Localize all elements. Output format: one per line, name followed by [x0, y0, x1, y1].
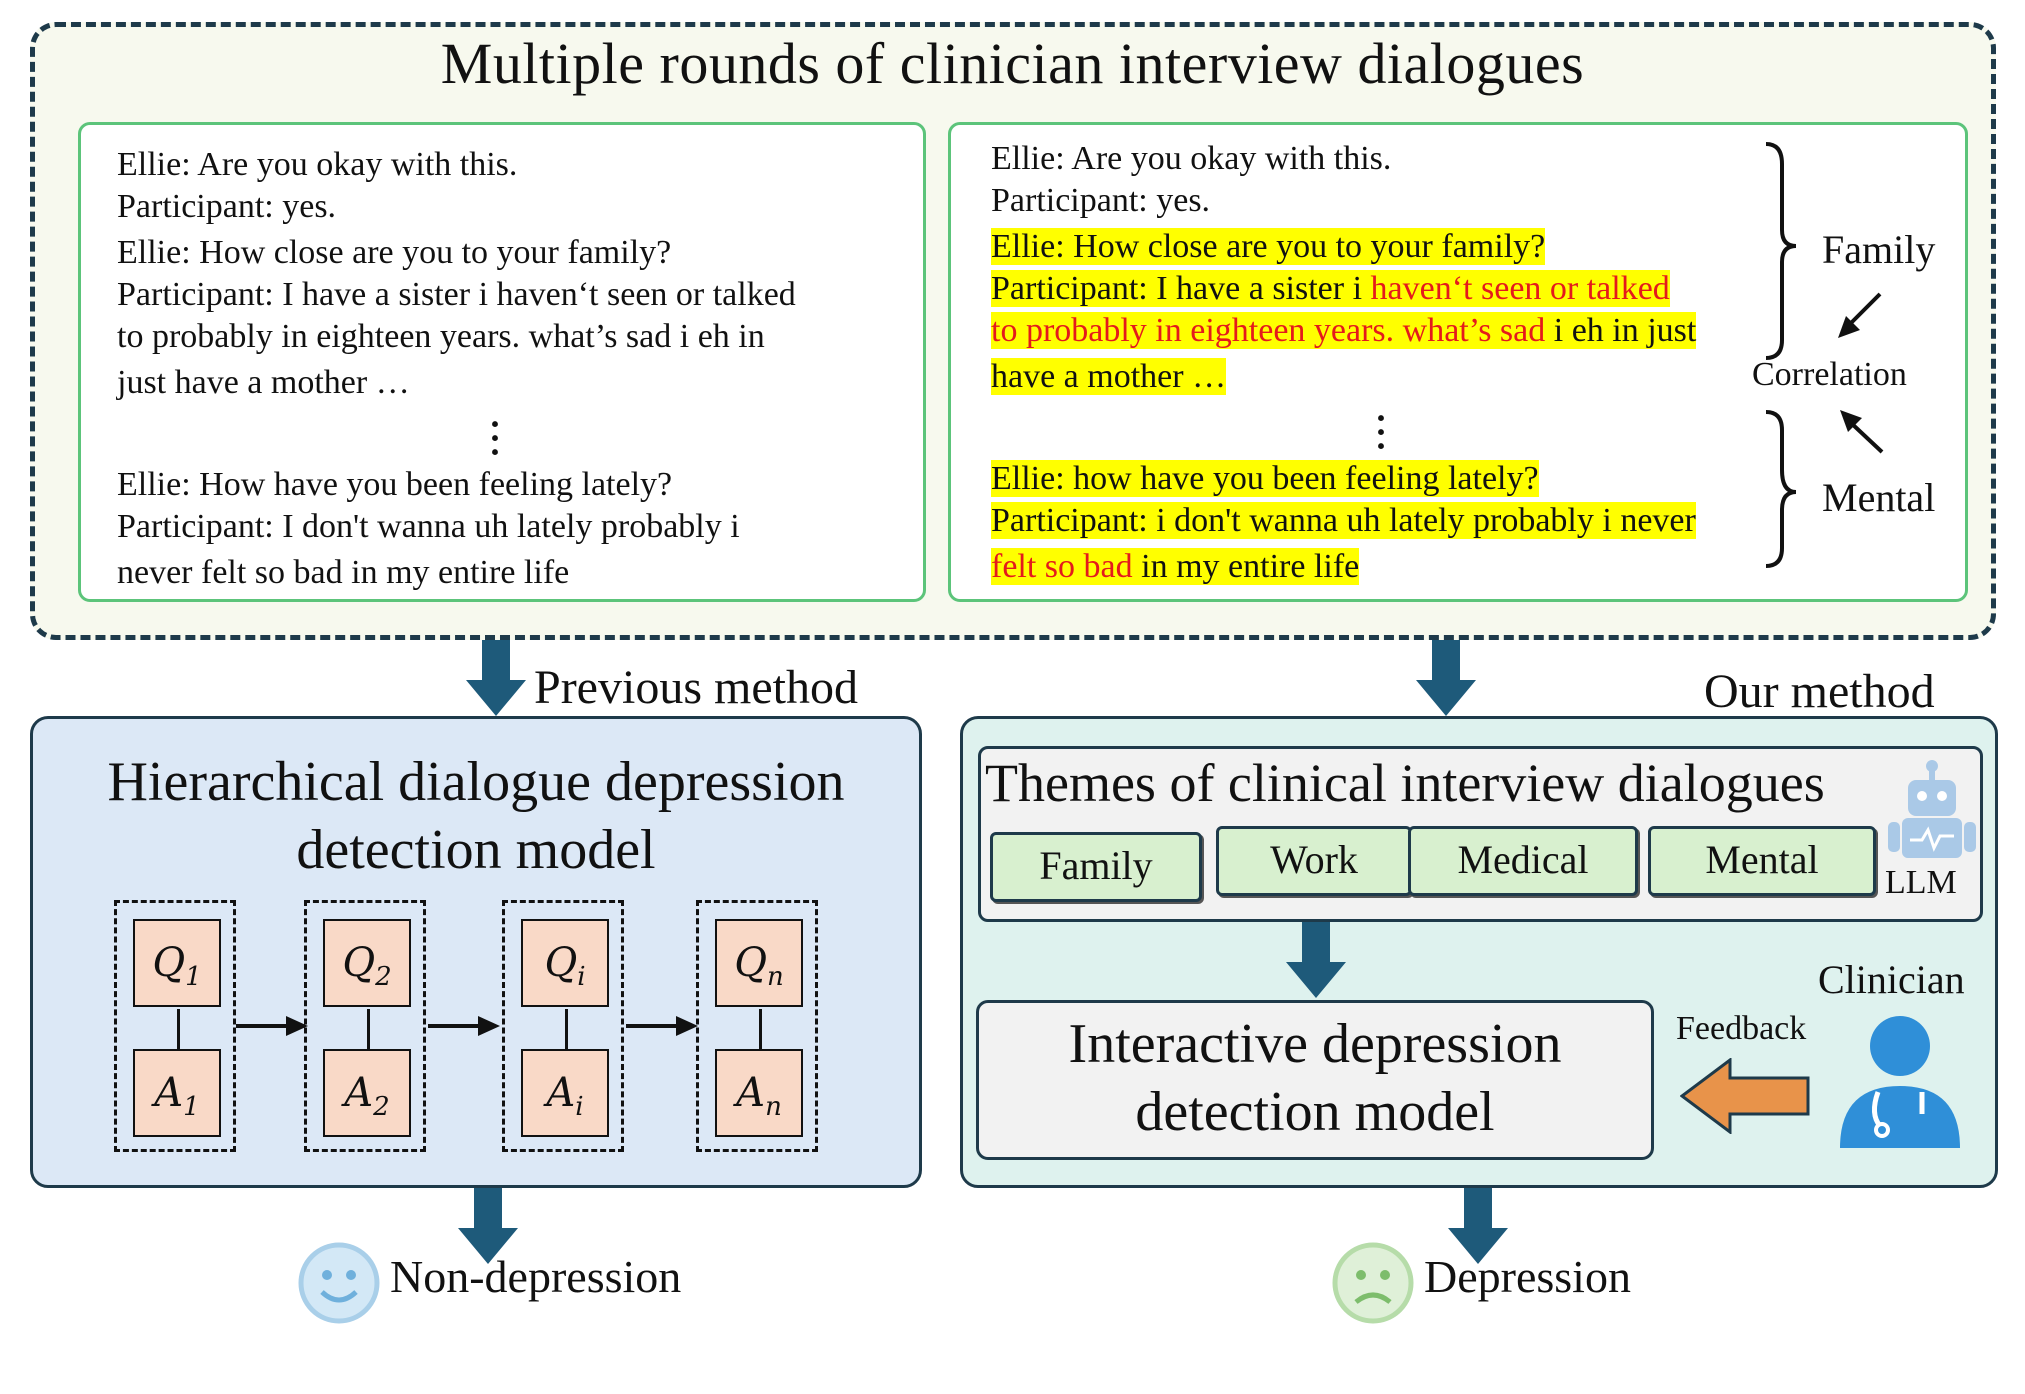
question-node: Qn: [715, 919, 803, 1007]
highlight-red-text: felt so bad: [991, 548, 1133, 585]
dialogue-line: Participant: I have a sister i haven‘t s…: [117, 276, 796, 313]
right-arrow-icon: [428, 1016, 500, 1036]
dialogue-line: Participant: I have a sister i haven‘t s…: [991, 269, 1670, 309]
main-title: Multiple rounds of clinician interview d…: [440, 31, 1585, 96]
dialogue-line: to probably in eighteen years. what’s sa…: [117, 318, 765, 355]
highlight-text: Ellie: how have you been feeling lately?: [991, 460, 1539, 497]
answer-node: A2: [323, 1049, 411, 1137]
correlation-arrows: [1838, 292, 1884, 454]
highlight-red-text: haven‘t seen or talked: [1370, 270, 1670, 307]
mental-label: Mental: [1822, 475, 1936, 520]
family-label: Family: [1822, 227, 1936, 272]
answer-node: Ai: [521, 1049, 609, 1137]
ellipsis-dots: ···: [488, 404, 501, 472]
smiley-face-icon: [298, 1242, 380, 1324]
highlight-text: Ellie: How close are you to your family?: [991, 228, 1546, 265]
feedback-arrow-icon: [1680, 1058, 1810, 1134]
qa-link: [367, 1009, 370, 1049]
ellipsis-dots: ···: [1374, 398, 1387, 466]
clinician-label: Clinician: [1818, 957, 1965, 1002]
correlation-label: Correlation: [1752, 356, 1907, 393]
theme-chip-mental: Mental: [1648, 826, 1876, 896]
dialogue-line: Ellie: How close are you to your family?: [991, 227, 1546, 267]
dialogue-line: Participant: yes.: [117, 188, 337, 225]
previous-model-title-line1: Hierarchical dialogue depression: [107, 751, 845, 813]
dialogue-line: have a mother …: [991, 357, 1227, 397]
question-node: Q1: [133, 919, 221, 1007]
highlight-text: Participant: I have a sister i: [991, 270, 1371, 307]
clinician-icon: [1840, 1016, 1960, 1148]
qa-link: [177, 1009, 180, 1049]
down-arrow-icon: [466, 640, 526, 716]
down-arrow-icon: [1286, 922, 1346, 998]
down-arrow-icon: [1448, 1188, 1508, 1264]
dialogue-line: just have a mother …: [117, 364, 410, 401]
qa-group: Qi Ai: [502, 900, 624, 1152]
dialogue-line: felt so bad in my entire life: [991, 547, 1360, 587]
highlight-text: in my entire life: [1132, 548, 1360, 585]
brace-icons: [1765, 142, 1797, 568]
answer-node: An: [715, 1049, 803, 1137]
answer-node: A1: [133, 1049, 221, 1137]
previous-model-title-line2: detection model: [296, 819, 656, 881]
our-method-label: Our method: [1704, 665, 1935, 718]
robot-icon: [1888, 760, 1976, 858]
llm-label: LLM: [1885, 864, 1957, 901]
highlight-text: have a mother …: [991, 358, 1227, 395]
arrow-up-left-icon: [1840, 410, 1884, 454]
feedback-label: Feedback: [1676, 1010, 1807, 1047]
qa-link: [759, 1009, 762, 1049]
interactive-model-box: [976, 1000, 1654, 1160]
family-brace-icon: [1765, 142, 1797, 360]
interactive-model-title-line2: detection model: [1135, 1081, 1495, 1143]
dialogue-line: Ellie: Are you okay with this.: [991, 140, 1392, 177]
theme-chip-medical: Medical: [1408, 826, 1638, 896]
right-dialogue-box: Ellie: Are you okay with this. Participa…: [948, 122, 1968, 602]
highlight-text: Participant: i don't wanna uh lately pro…: [991, 502, 1696, 539]
dialogue-line: never felt so bad in my entire life: [117, 554, 570, 591]
qa-group: Q1 A1: [114, 900, 236, 1152]
mental-brace-icon: [1765, 410, 1797, 568]
dialogue-line: Ellie: how have you been feeling lately?: [991, 459, 1539, 499]
qa-group: Qn An: [696, 900, 818, 1152]
interactive-model-title-line1: Interactive depression: [1068, 1013, 1562, 1075]
theme-chip-work: Work: [1216, 826, 1412, 896]
previous-method-label: Previous method: [534, 661, 858, 714]
highlight-red-text: to probably in eighteen years. what’s sa…: [991, 312, 1554, 349]
non-depression-label: Non-depression: [390, 1251, 682, 1302]
dialogue-line: Participant: i don't wanna uh lately pro…: [991, 501, 1696, 541]
question-node: Qi: [521, 919, 609, 1007]
interactive-model-title: Interactive depression detection model: [976, 1010, 1654, 1146]
depression-label: Depression: [1424, 1251, 1631, 1302]
left-dialogue-box: Ellie: Are you okay with this. Participa…: [78, 122, 926, 602]
dialogue-line: Ellie: How have you been feeling lately?: [117, 466, 673, 503]
dialogue-line: Participant: I don't wanna uh lately pro…: [117, 508, 740, 545]
down-arrow-icon: [458, 1188, 518, 1264]
arrow-down-left-icon: [1838, 292, 1882, 338]
qa-group: Q2 A2: [304, 900, 426, 1152]
right-arrow-icon: [626, 1016, 698, 1036]
theme-chip-family: Family: [990, 832, 1202, 902]
dialogue-line: Ellie: How close are you to your family?: [117, 234, 672, 271]
question-node: Q2: [323, 919, 411, 1007]
down-arrow-icon: [1416, 640, 1476, 716]
sad-face-icon: [1332, 1242, 1414, 1324]
previous-model-title: Hierarchical dialogue depression detecti…: [30, 748, 922, 884]
qa-link: [565, 1009, 568, 1049]
themes-title: Themes of clinical interview dialogues: [985, 753, 1825, 813]
dialogue-line: Ellie: Are you okay with this.: [117, 146, 518, 183]
right-arrow-icon: [236, 1016, 308, 1036]
highlight-text: i eh in just: [1553, 312, 1697, 349]
dialogue-line: Participant: yes.: [991, 182, 1211, 219]
dialogue-line: to probably in eighteen years. what’s sa…: [991, 311, 1697, 351]
